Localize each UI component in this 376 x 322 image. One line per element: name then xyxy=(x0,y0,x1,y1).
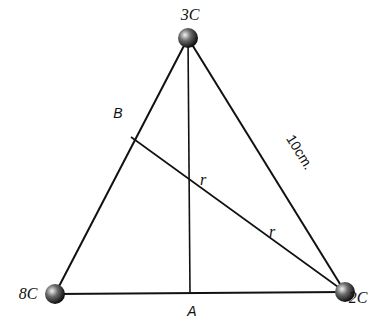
triangle-sides xyxy=(55,38,345,294)
charge-sphere xyxy=(178,28,198,48)
charge-label: 8C xyxy=(19,286,38,302)
dimension-label: 10cm. xyxy=(284,132,316,172)
distance-label: r xyxy=(200,172,206,188)
charge-sphere xyxy=(45,284,65,304)
distance-label: r xyxy=(269,224,275,240)
point-label: A xyxy=(187,304,196,318)
charge-label: 3C xyxy=(181,7,200,23)
charge-label: 2C xyxy=(349,290,368,306)
point-label: B xyxy=(113,106,122,120)
